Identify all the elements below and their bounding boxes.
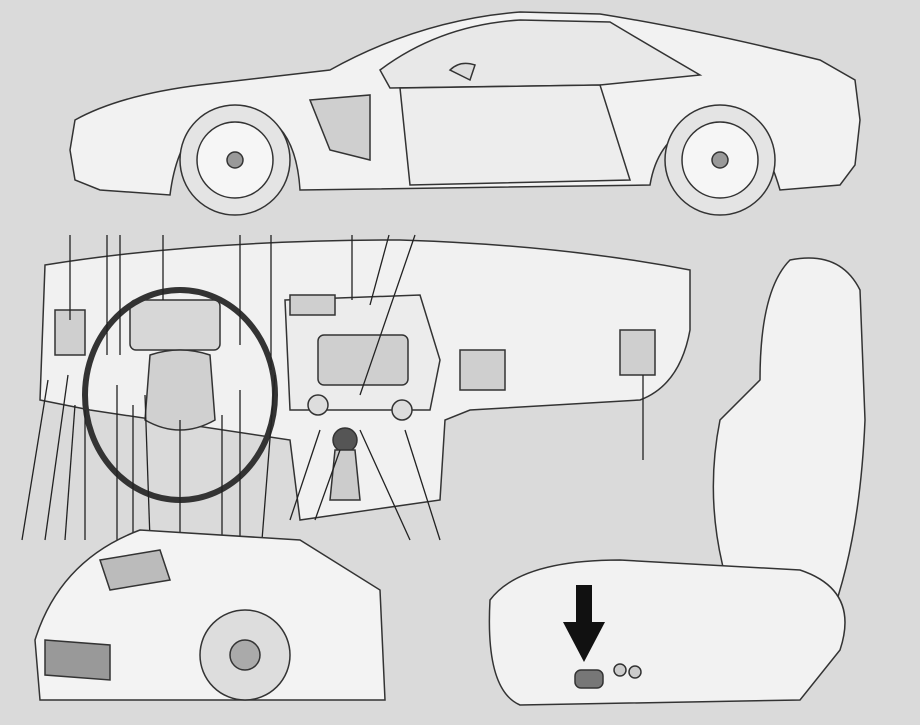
seat-adjust-control <box>574 669 604 689</box>
callout-lines <box>21 234 644 541</box>
car-side-view <box>69 11 861 216</box>
shift-lever <box>332 427 358 453</box>
instrument-cluster <box>129 299 221 351</box>
side-mirror <box>448 62 476 82</box>
right-knob <box>391 399 413 421</box>
passenger-vent <box>459 349 506 391</box>
down-arrow-icon <box>563 585 605 662</box>
car-front-corner <box>34 529 386 701</box>
center-vent <box>289 294 336 316</box>
touchscreen <box>317 334 409 386</box>
left-knob <box>307 394 329 416</box>
right-vent <box>619 329 656 376</box>
front-grille <box>44 639 111 681</box>
